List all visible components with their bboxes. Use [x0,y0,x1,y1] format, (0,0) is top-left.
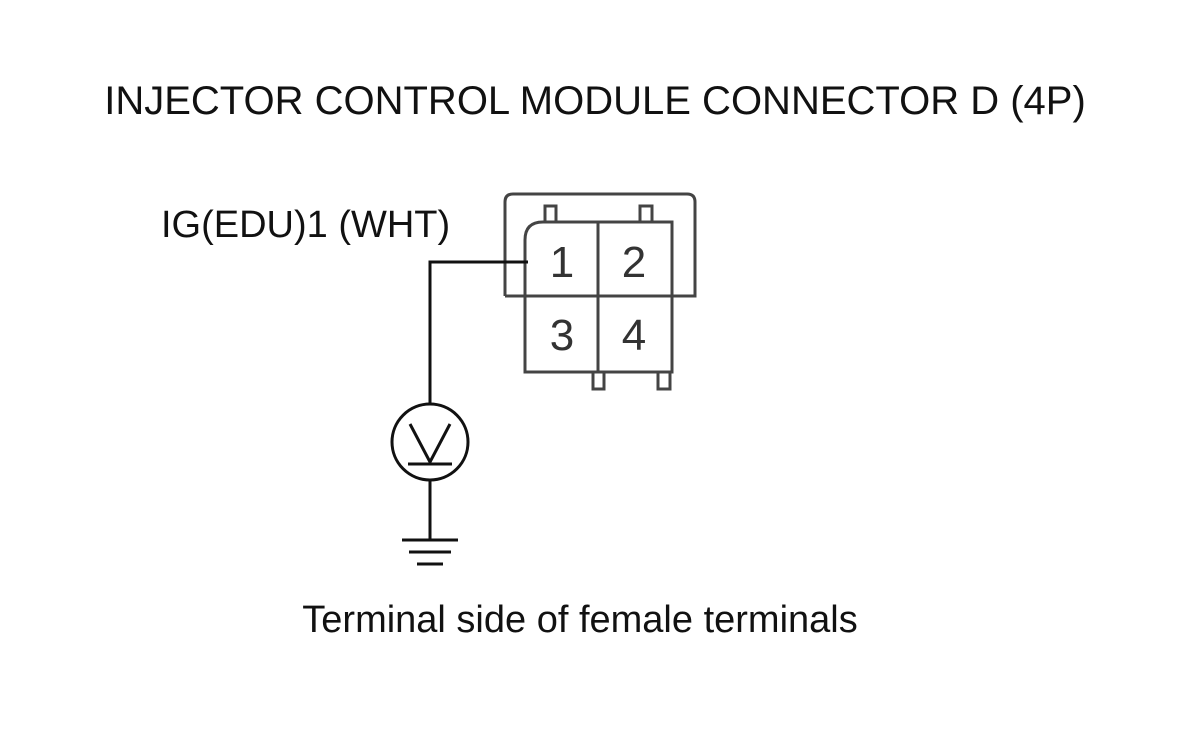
connector-housing [503,192,697,391]
bottom-tab-left [591,372,606,391]
diagram-title: INJECTOR CONTROL MODULE CONNECTOR D (4P) [104,79,1086,123]
pin-2-number: 2 [622,238,646,287]
wire-label: IG(EDU)1 (WHT) [161,204,450,246]
pin-4-number: 4 [622,311,646,360]
diagram-caption: Terminal side of female terminals [302,599,857,641]
bottom-tab-right [656,372,672,391]
ground-icon [402,538,458,566]
pin-3-number: 3 [550,311,574,360]
lock-tab-left [543,204,558,222]
lock-tab-right [638,204,654,222]
pin-1-number: 1 [550,238,574,287]
voltmeter-icon [390,402,470,482]
probe-wire [428,260,528,404]
